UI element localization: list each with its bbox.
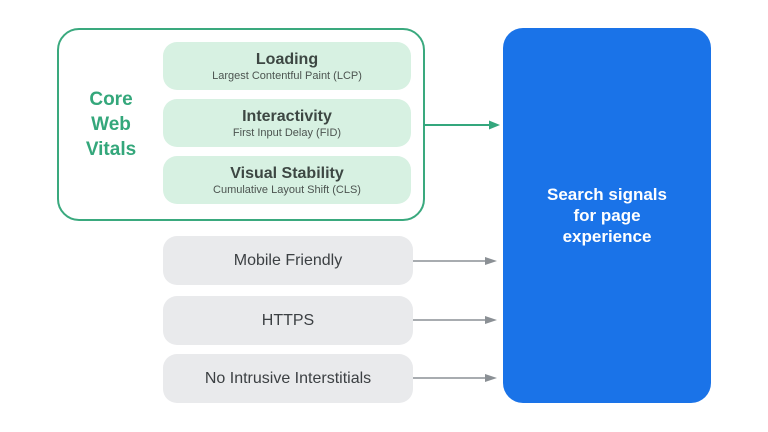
vital-pill-interactivity: Interactivity First Input Delay (FID) [163, 99, 411, 147]
result-box-label-line: Search signals [546, 185, 667, 204]
arrow-core-web-vitals-to-result [423, 120, 500, 130]
signal-pill-label: No Intrusive Interstitials [204, 369, 372, 387]
vital-subtitle: First Input Delay (FID) [232, 126, 342, 139]
signal-pill-mobile-friendly: Mobile Friendly [163, 236, 413, 285]
signal-pill-label: HTTPS [261, 311, 315, 329]
signal-pill-https: HTTPS [163, 296, 413, 345]
vital-pill-loading: Loading Largest Contentful Paint (LCP) [163, 42, 411, 90]
arrow-mobile-friendly-to-result [413, 257, 497, 265]
core-web-vitals-label-line: Vitals [85, 139, 137, 160]
arrowhead-icon [485, 257, 497, 265]
vital-title: Interactivity [242, 107, 332, 125]
arrowhead-icon [485, 374, 497, 382]
result-box-label-line: experience [562, 227, 652, 246]
arrowhead-icon [489, 120, 500, 130]
vital-subtitle: Cumulative Layout Shift (CLS) [213, 183, 361, 196]
core-web-vitals-pill-list: Loading Largest Contentful Paint (LCP) I… [163, 42, 411, 204]
signal-pill-label: Mobile Friendly [233, 251, 343, 269]
vital-title: Visual Stability [230, 164, 344, 182]
arrowhead-icon [485, 316, 497, 324]
vital-subtitle: Largest Contentful Paint (LCP) [212, 69, 362, 82]
arrow-https-to-result [413, 316, 497, 324]
vital-pill-visual-stability: Visual Stability Cumulative Layout Shift… [163, 156, 411, 204]
core-web-vitals-label-line: Web [91, 114, 131, 135]
vital-title: Loading [255, 50, 319, 68]
signal-pill-no-intrusive-interstitials: No Intrusive Interstitials [163, 354, 413, 403]
core-web-vitals-label-line: Core [89, 89, 133, 110]
core-web-vitals-label: Core Web Vitals [59, 30, 163, 219]
result-box-label-line: for page [573, 206, 641, 225]
arrow-no-intrusive-interstitials-to-result [413, 374, 497, 382]
core-web-vitals-group: Core Web Vitals Loading Largest Contentf… [57, 28, 425, 221]
search-signals-result-box: Search signals for page experience [503, 28, 711, 403]
